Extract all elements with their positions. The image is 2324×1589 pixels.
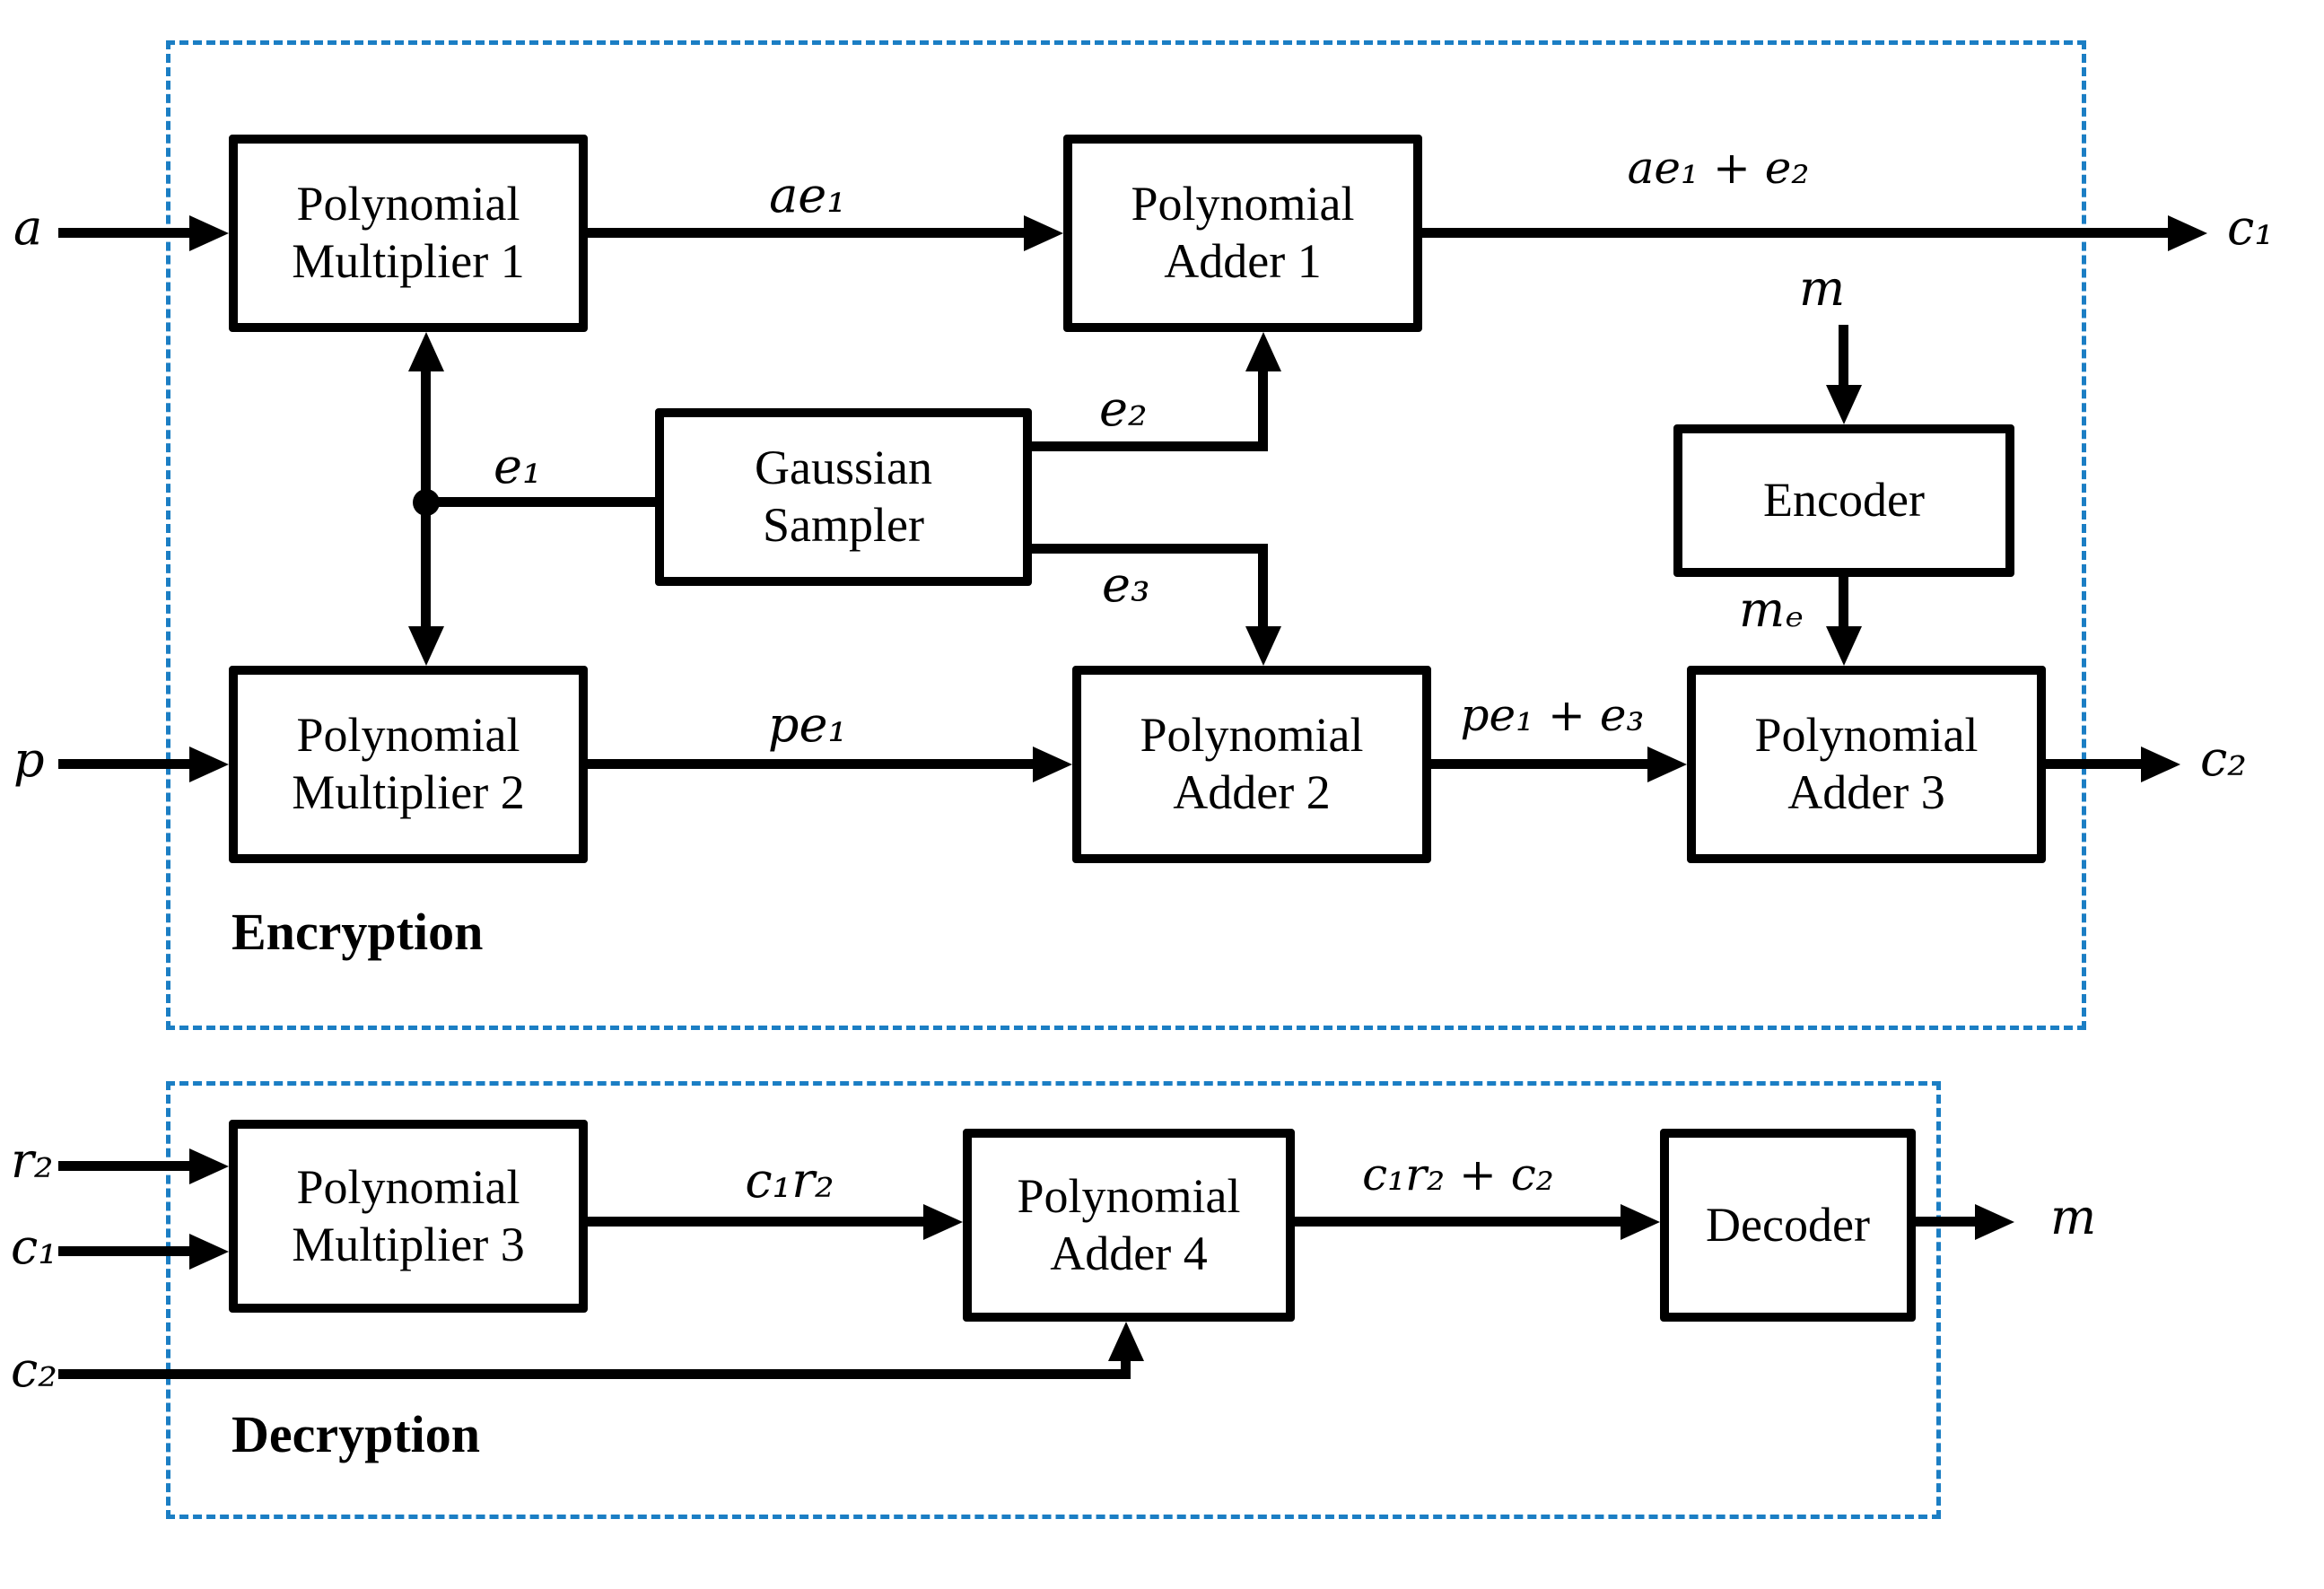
signal-label-c1-out: c₁	[2227, 199, 2274, 256]
wire-p	[58, 759, 193, 769]
signal-label-c2-in: c₂	[11, 1341, 57, 1398]
signal-label-pe1: pe₁	[767, 696, 848, 753]
decryption-section-border	[166, 1081, 1941, 1519]
block-polynomial-multiplier-1: Polynomial Multiplier 1	[229, 135, 588, 332]
arrowhead-m-into-encoder	[1826, 385, 1862, 424]
arrowhead-c1-output	[2168, 215, 2207, 251]
signal-label-me: mₑ	[1739, 581, 1804, 638]
signal-label-c2-out: c₂	[2200, 730, 2247, 787]
signal-label-r2: r₂	[11, 1132, 54, 1189]
signal-label-a: a	[13, 199, 43, 256]
block-polynomial-adder-1: Polynomial Adder 1	[1063, 135, 1422, 332]
encryption-section-label: Encryption	[232, 903, 484, 961]
arrowhead-p-into-multiplier-2	[189, 746, 229, 782]
arrowhead-e1-into-multiplier-1	[408, 332, 444, 371]
signal-label-c1r2: c₁r₂	[745, 1152, 834, 1209]
arrowhead-c1r2-into-adder-4	[923, 1204, 963, 1240]
wire-c2-in-vertical	[1121, 1358, 1131, 1379]
arrowhead-c2-output	[2141, 746, 2180, 782]
arrowhead-e3-into-adder-2	[1245, 626, 1281, 666]
arrowhead-c1r2-c2-into-decoder	[1621, 1204, 1660, 1240]
signal-label-m-input: m	[1799, 260, 1846, 317]
wire-r2	[58, 1161, 193, 1171]
wire-me	[1839, 577, 1848, 628]
wire-c1r2-plus-c2	[1295, 1217, 1622, 1227]
signal-label-e2: e₂	[1099, 380, 1148, 437]
wire-m-input	[1839, 325, 1848, 387]
wire-e2-horizontal	[1032, 441, 1268, 451]
arrowhead-a-into-multiplier-1	[189, 215, 229, 251]
wire-e3-vertical	[1258, 544, 1268, 628]
block-polynomial-adder-2: Polynomial Adder 2	[1072, 666, 1431, 863]
wire-e3-horizontal	[1032, 544, 1268, 554]
block-polynomial-multiplier-2: Polynomial Multiplier 2	[229, 666, 588, 863]
wire-c1r2	[588, 1217, 927, 1227]
arrowhead-e2-into-adder-1	[1245, 332, 1281, 371]
block-decoder: Decoder	[1660, 1129, 1916, 1322]
block-gaussian-sampler: Gaussian Sampler	[655, 408, 1032, 586]
wire-c2-in-horizontal	[58, 1369, 1131, 1379]
block-polynomial-adder-3: Polynomial Adder 3	[1687, 666, 2046, 863]
block-polynomial-multiplier-3: Polynomial Multiplier 3	[229, 1120, 588, 1313]
block-polynomial-adder-4: Polynomial Adder 4	[963, 1129, 1295, 1322]
arrowhead-pe1-e3-into-adder-3	[1647, 746, 1687, 782]
arrowhead-r2-into-multiplier-3	[189, 1148, 229, 1184]
block-encoder: Encoder	[1673, 424, 2014, 577]
wire-m-output	[1916, 1217, 1979, 1227]
wire-e2-vertical	[1258, 370, 1268, 451]
wire-a	[58, 228, 193, 238]
signal-label-c1-in: c₁	[11, 1218, 57, 1275]
arrowhead-m-output	[1975, 1204, 2014, 1240]
arrowhead-me-into-adder-3	[1826, 626, 1862, 666]
wire-pe1-plus-e3	[1431, 759, 1651, 769]
wire-c1-output	[1422, 228, 2171, 238]
decryption-section-label: Decryption	[232, 1405, 481, 1463]
signal-label-p: p	[13, 731, 45, 788]
encryption-section-border	[166, 40, 2086, 1030]
signal-label-e1: e₁	[494, 438, 542, 494]
signal-label-m-out: m	[2050, 1189, 2097, 1245]
signal-label-e3: e₃	[1102, 556, 1150, 613]
signal-label-ae1-plus-e2: ae₁ + e₂	[1627, 142, 1810, 194]
wire-pe1	[588, 759, 1036, 769]
wire-e1-horizontal	[426, 497, 655, 507]
signal-label-ae1: ae₁	[769, 167, 846, 223]
wire-c2-output	[2046, 759, 2145, 769]
arrowhead-pe1-into-adder-2	[1033, 746, 1072, 782]
wire-ae1	[588, 228, 1027, 238]
signal-label-c1r2-plus-c2: c₁r₂ + c₂	[1362, 1148, 1554, 1200]
signal-label-pe1-plus-e3: pe₁ + e₃	[1460, 689, 1645, 741]
arrowhead-c2-into-adder-4	[1108, 1322, 1144, 1361]
wire-c1-in	[58, 1246, 193, 1256]
arrowhead-e1-into-multiplier-2	[408, 626, 444, 666]
arrowhead-c1-into-multiplier-3	[189, 1234, 229, 1270]
arrowhead-ae1-into-adder-1	[1024, 215, 1063, 251]
